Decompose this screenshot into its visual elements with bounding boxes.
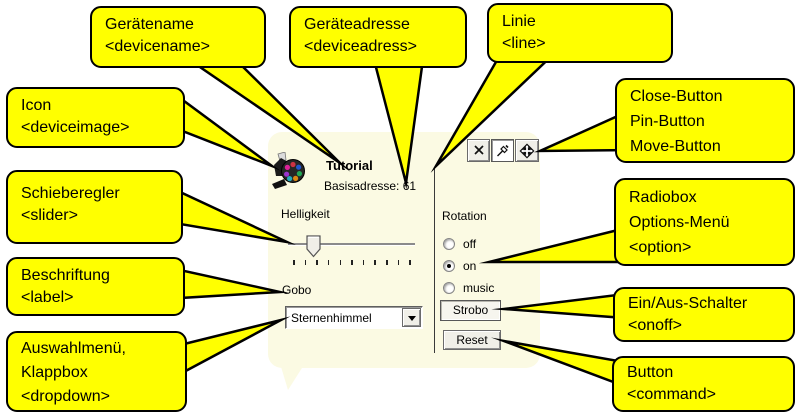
slider-tick [327, 260, 330, 265]
callout-text: Pin-Button [630, 113, 705, 130]
callout-text: Beschriftung [21, 267, 110, 284]
callout-text: Klappbox [21, 364, 88, 381]
device-address: Basisadresse: 61 [324, 179, 417, 193]
callout-text: Options-Menü [629, 214, 730, 231]
close-icon [473, 145, 484, 155]
callout-pointer [178, 95, 281, 171]
chevron-down-icon [407, 316, 416, 321]
slider-tick [362, 260, 365, 265]
callout-line: Linie <line> [487, 3, 673, 63]
slider-tick [386, 260, 388, 265]
device-image-icon [272, 152, 305, 189]
dropdown-arrow-button[interactable] [402, 308, 421, 327]
slider-tick [397, 260, 400, 265]
strobo-toggle-button[interactable]: Strobo [440, 300, 501, 321]
slider-thumb[interactable] [306, 235, 321, 258]
callout-deviceaddress: Geräteadresse <deviceadress> [289, 6, 467, 68]
callout-text: <slider> [21, 207, 78, 224]
slider-tick [304, 260, 307, 265]
callout-text: <onoff> [628, 317, 682, 334]
gobo-dropdown[interactable]: Sternenhimmel [285, 306, 423, 329]
slider-label: Helligkeit [281, 207, 330, 221]
callout-text: <command> [627, 386, 716, 403]
pin-icon [496, 144, 509, 157]
callout-text: <option> [629, 239, 692, 256]
slider-ticks [293, 260, 411, 266]
callout-text: Linie [502, 13, 536, 30]
gobo-label: Gobo [282, 283, 312, 297]
pin-button[interactable] [491, 139, 514, 162]
callout-option: Radiobox Options-Menü <option> [614, 178, 795, 266]
dropdown-value: Sternenhimmel [291, 311, 372, 325]
callout-text: Schieberegler [21, 185, 120, 202]
device-name: Tutorial [326, 158, 373, 173]
callout-text: <dropdown> [21, 388, 110, 405]
callout-text: Close-Button [630, 88, 723, 105]
separator-line [434, 167, 435, 353]
callout-text: Ein/Aus-Schalter [628, 295, 748, 312]
slider-track[interactable] [288, 243, 415, 246]
callout-devicename: Gerätename <devicename> [90, 6, 266, 68]
rotation-label: Rotation [442, 209, 487, 223]
callout-text: Geräteadresse [304, 16, 410, 33]
radio-option-on[interactable]: on [443, 259, 476, 273]
callout-text: <line> [502, 35, 546, 52]
callout-text: Radiobox [629, 189, 697, 206]
callout-dropdown: Auswahlmenü, Klappbox <dropdown> [6, 331, 187, 412]
slider-tick [351, 260, 353, 265]
callout-slider: Schieberegler <slider> [6, 170, 183, 244]
callout-text: <devicename> [105, 38, 210, 55]
close-button[interactable] [467, 139, 490, 162]
reset-button[interactable]: Reset [443, 330, 501, 350]
radio-label: music [463, 281, 495, 295]
radio-circle[interactable] [443, 260, 455, 272]
callout-window-buttons: Close-Button Pin-Button Move-Button [615, 78, 795, 163]
callout-pointer [178, 268, 290, 300]
radio-circle[interactable] [443, 238, 455, 250]
slider-tick [409, 260, 411, 265]
slider-tick [293, 260, 295, 265]
callout-onoff: Ein/Aus-Schalter <onoff> [613, 287, 795, 342]
move-button[interactable] [515, 139, 539, 162]
slider-tick [316, 260, 318, 265]
radio-label: on [463, 259, 477, 273]
move-icon [519, 143, 535, 159]
callout-command: Button <command> [612, 356, 795, 412]
callout-text: Icon [21, 97, 52, 114]
callout-text: <label> [21, 289, 74, 306]
slider-tick [339, 260, 342, 265]
callout-text: Button [627, 364, 674, 381]
callout-text: Gerätename [105, 16, 194, 33]
radio-label: off [463, 237, 477, 251]
callout-text: Auswahlmenü, [21, 340, 126, 357]
slider-tick [374, 260, 376, 265]
callout-label: Beschriftung <label> [6, 257, 185, 316]
callout-text: <deviceadress> [304, 38, 417, 55]
radio-option-music[interactable]: music [443, 281, 494, 295]
callout-deviceimage: Icon <deviceimage> [6, 87, 185, 148]
callout-text: <deviceimage> [21, 119, 130, 136]
callout-pointer [178, 316, 291, 377]
callout-text: Move-Button [630, 138, 721, 155]
radio-circle[interactable] [443, 282, 455, 294]
radio-option-off[interactable]: off [443, 237, 476, 251]
